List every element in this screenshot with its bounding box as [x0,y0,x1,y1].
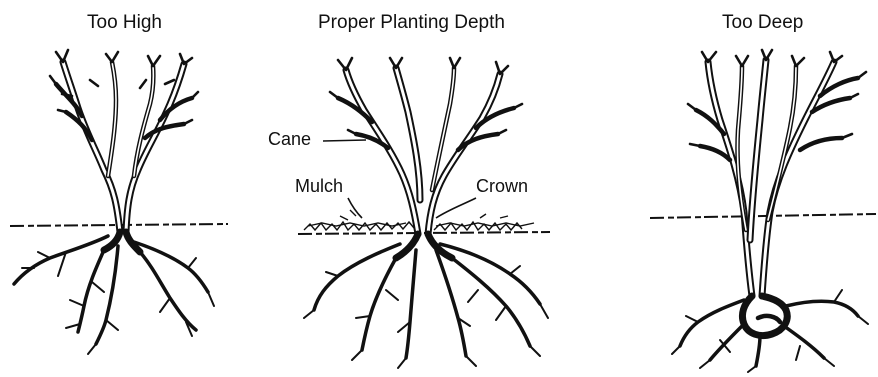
callout-crown: Crown [476,176,528,197]
cane-leader-line [323,140,366,141]
mulch-layer [298,210,550,234]
canes [330,58,522,234]
soil-line [650,214,876,218]
callout-cane: Cane [268,129,311,150]
canes [688,50,866,296]
callout-mulch: Mulch [295,176,343,197]
roots [672,290,868,372]
crown-leader-line [436,198,476,218]
roots [304,234,548,368]
roots [14,232,214,354]
plant-too-high [10,50,228,354]
plant-too-deep [650,50,876,372]
canes [50,50,198,232]
plant-proper-depth [298,58,550,368]
